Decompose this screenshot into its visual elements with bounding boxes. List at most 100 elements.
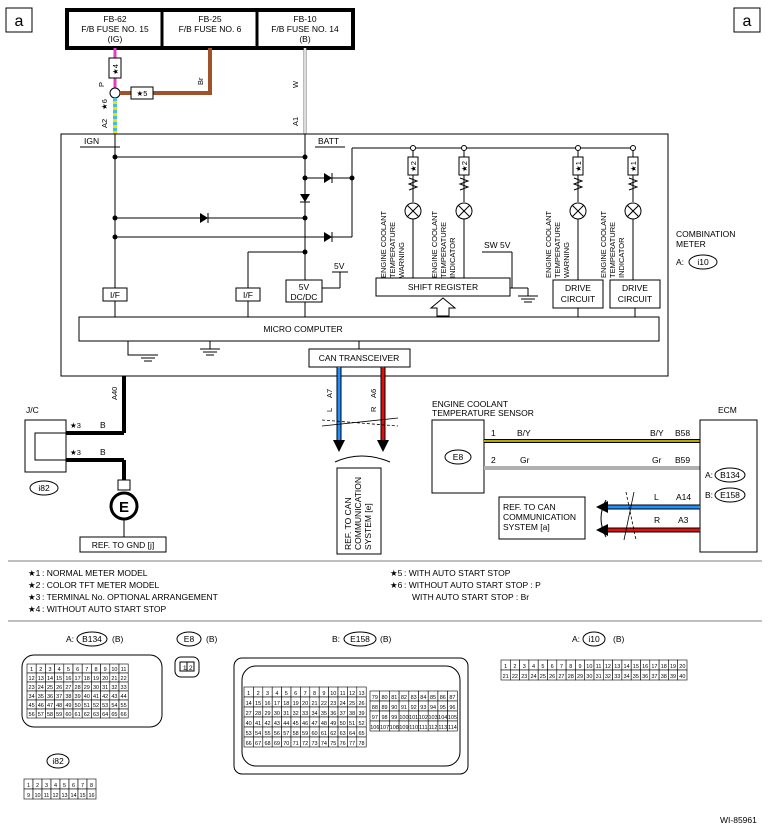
connector-pin-number: 30 — [274, 711, 280, 717]
connector-pin-number: 4 — [58, 667, 61, 673]
connector-pin-number: 23 — [521, 674, 527, 680]
connector-pin-number: 40 — [679, 674, 685, 680]
svg-text:B:: B: — [705, 490, 713, 500]
connector-pin-number: 36 — [47, 694, 53, 700]
fuse-id: FB-62 — [103, 14, 126, 24]
connector-pin-number: 41 — [93, 694, 99, 700]
connector-pin-number: 25 — [540, 674, 546, 680]
connector-pin-number: 55 — [264, 731, 270, 737]
connector-pin-number: 14 — [70, 793, 76, 799]
svg-text:★6: ★6 — [100, 99, 109, 110]
connector-pin-number: 84 — [420, 695, 426, 701]
connector-pin-number: 2 — [36, 783, 39, 789]
connector-pin-number: 7 — [560, 664, 563, 670]
can-transceiver: CAN TRANSCEIVER — [308, 341, 411, 368]
connector-pin-number: 110 — [409, 725, 418, 731]
connector-pin-number: 2 — [257, 691, 260, 697]
connector-pin-number: 36 — [330, 711, 336, 717]
connector-pin-number: 5 — [67, 667, 70, 673]
connector-pin-number: 36 — [642, 674, 648, 680]
connector-pin-number: 37 — [340, 711, 346, 717]
led-chain-3: ★1 ENGINE COOLANT TEMPERATURE WARNING — [544, 145, 587, 280]
svg-text:A:: A: — [676, 257, 684, 267]
svg-text:REF. TO CAN: REF. TO CAN — [503, 502, 556, 512]
connector-pin-number: 3 — [48, 667, 51, 673]
connector-pin-number: 73 — [311, 741, 317, 747]
connector-pin-number: 3 — [523, 664, 526, 670]
led-chain-1: ★2 ENGINE COOLANT TEMPERATURE WARNING — [379, 145, 422, 278]
svg-text:★3: ★3 — [70, 421, 81, 430]
svg-text:A14: A14 — [676, 492, 691, 502]
connector-pin-number: 99 — [391, 715, 397, 721]
svg-text:1: 1 — [491, 428, 496, 438]
shift-register: SW 5V SHIFT REGISTER — [375, 240, 538, 317]
connector-pin-number: 11 — [596, 664, 602, 670]
svg-text:REF. TO CAN: REF. TO CAN — [343, 497, 353, 550]
svg-text:WARNING: WARNING — [397, 242, 406, 278]
connector-pin-cell — [447, 720, 458, 732]
ground-e: E REF. TO GND [j] — [79, 479, 167, 553]
connector-pin-number: 23 — [330, 701, 336, 707]
connector-pin-number: 49 — [65, 703, 71, 709]
fuse-id: FB-10 — [293, 14, 316, 24]
connector-pin-number: 15 — [56, 676, 62, 682]
svg-text:W: W — [291, 80, 300, 88]
connector-pin-number: 77 — [349, 741, 355, 747]
svg-text:INDICATOR: INDICATOR — [448, 237, 457, 278]
svg-text:: WITHOUT AUTO START STOP: : WITHOUT AUTO START STOP — [42, 604, 167, 614]
connector-pin-number: 31 — [102, 685, 108, 691]
svg-text:ENGINE COOLANT: ENGINE COOLANT — [432, 399, 508, 409]
connector-pin-number: 33 — [302, 711, 308, 717]
svg-text:B134: B134 — [82, 634, 102, 644]
connector-pin-number: 109 — [399, 725, 408, 731]
connector-pin-number: 88 — [372, 705, 378, 711]
svg-text:ENGINE COOLANT: ENGINE COOLANT — [544, 210, 553, 278]
connector-pin-number: 52 — [93, 703, 99, 709]
connector-pin-number: 51 — [349, 721, 355, 727]
connector-pin-number: 53 — [246, 731, 252, 737]
connector-pin-number: 40 — [246, 721, 252, 727]
connector-pin-number: 76 — [340, 741, 346, 747]
connector-pin-number: 7 — [81, 783, 84, 789]
connector-pin-number: 112 — [429, 725, 438, 731]
meter-internal-wiring: 5V — [112, 134, 630, 317]
svg-text:i82: i82 — [52, 756, 64, 766]
connector-pin-number: 54 — [111, 703, 117, 709]
connector-pin-number: 45 — [293, 721, 299, 727]
connector-pin-number: 89 — [381, 705, 387, 711]
svg-text:TEMPERATURE: TEMPERATURE — [439, 222, 448, 278]
connector-pin-number: 22 — [512, 674, 518, 680]
svg-text:SW 5V: SW 5V — [484, 240, 511, 250]
connector-pin-number: 38 — [65, 694, 71, 700]
connector-pin-number: 19 — [670, 664, 676, 670]
svg-text:SYSTEM [e]: SYSTEM [e] — [363, 503, 373, 550]
connector-pin-number: 7 — [304, 691, 307, 697]
connector-pin-number: 10 — [34, 793, 40, 799]
svg-text:L: L — [325, 408, 334, 412]
connector-pin-number: 17 — [75, 676, 81, 682]
connector-pin-number: 56 — [29, 712, 35, 718]
connector-pin-number: 107 — [380, 725, 389, 731]
connector-pin-number: 26 — [358, 701, 364, 707]
connector-pin-number: 32 — [605, 674, 611, 680]
drive-circuit-2: DRIVE CIRCUIT — [609, 279, 661, 309]
can-ref-box-a: REF. TO CAN COMMUNICATION SYSTEM [a] — [498, 496, 586, 540]
connector-pin-number: 1 — [30, 667, 33, 673]
led-chain-2: ★2 ENGINE COOLANT TEMPERATURE INDICATOR — [430, 145, 473, 278]
svg-text:Gr: Gr — [652, 455, 662, 465]
svg-text:B/Y: B/Y — [517, 428, 531, 438]
connector-pin-number: 8 — [313, 691, 316, 697]
svg-text:1: 1 — [183, 665, 187, 672]
connector-pin-number: 100 — [399, 715, 408, 721]
can-ref-box-e: REF. TO CAN COMMUNICATION SYSTEM [e] — [336, 467, 382, 555]
svg-text:: TERMINAL No. OPTIONAL ARRANG: : TERMINAL No. OPTIONAL ARRANGEMENT — [42, 592, 218, 602]
svg-text:2: 2 — [189, 665, 193, 672]
connector-pin-number: 94 — [430, 705, 436, 711]
svg-text:E8: E8 — [184, 634, 195, 644]
connector-pin-number: 31 — [283, 711, 289, 717]
connector-pin-number: 42 — [102, 694, 108, 700]
connector-pin-number: 62 — [330, 731, 336, 737]
connector-pin-number: 13 — [61, 793, 67, 799]
connector-pin-number: 11 — [44, 793, 50, 799]
